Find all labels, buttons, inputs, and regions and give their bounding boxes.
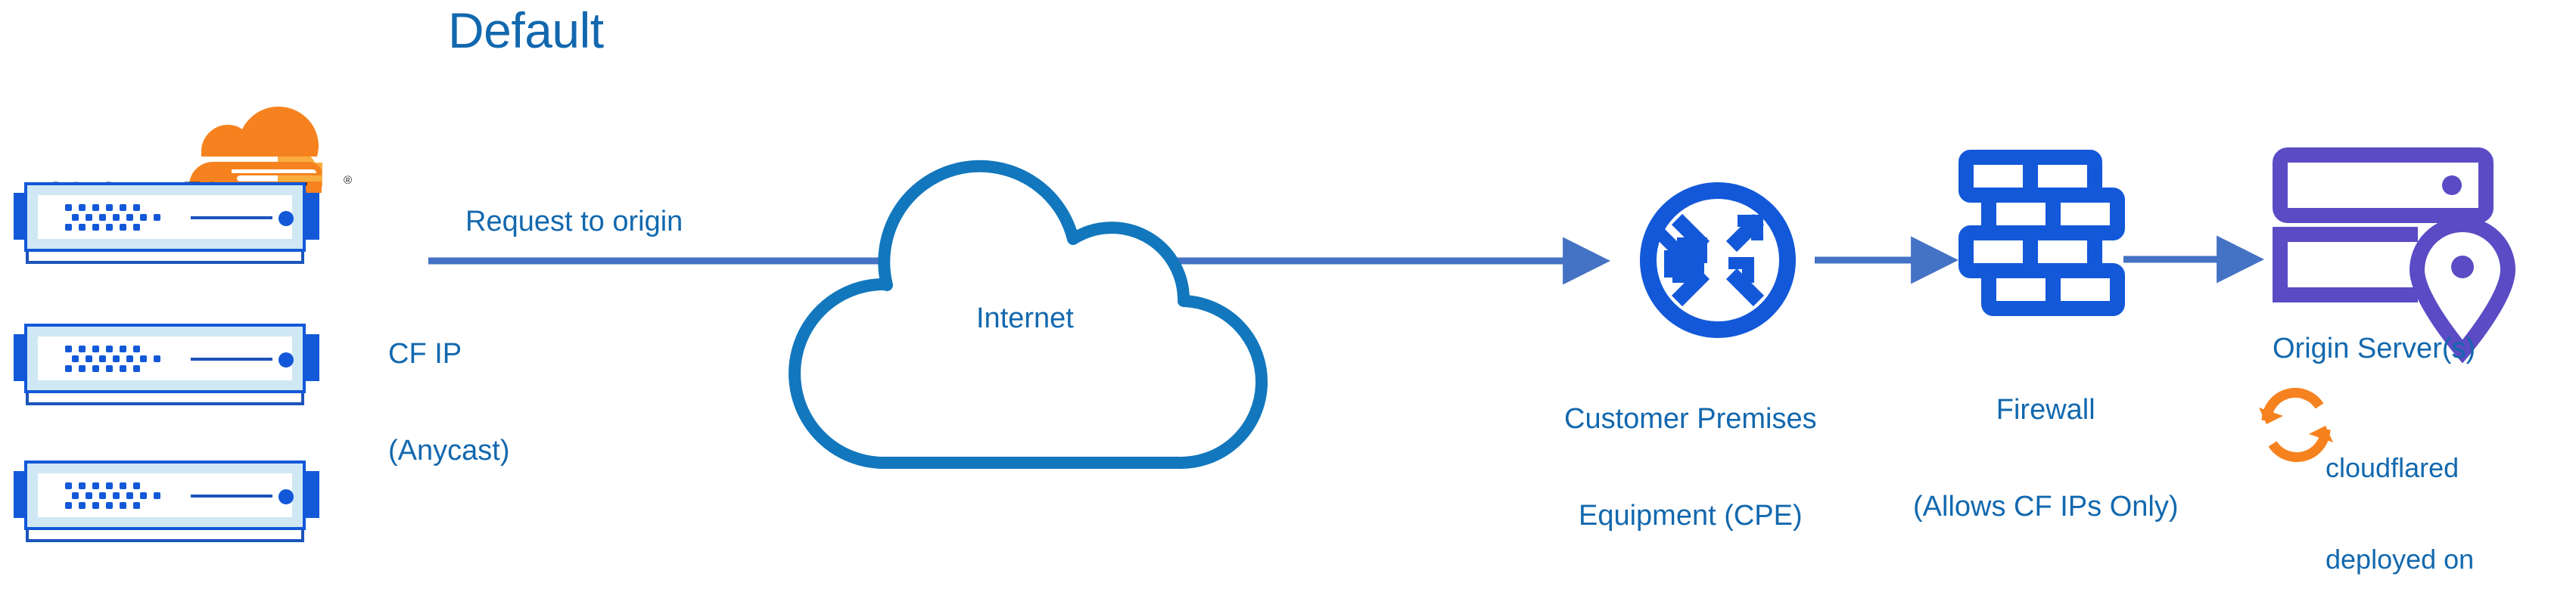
label-cf-ip-line2: (Anycast) bbox=[388, 434, 510, 467]
server-mount-ear-right bbox=[303, 193, 319, 240]
server-mount-ear-right bbox=[303, 334, 319, 381]
label-origin-server: Origin Server(s) bbox=[2273, 333, 2476, 364]
circular-sync-arrows-icon bbox=[2259, 388, 2333, 462]
label-firewall-line1: Firewall bbox=[1996, 394, 2095, 426]
server-front-panel bbox=[38, 195, 294, 239]
server-slot-line bbox=[191, 216, 272, 219]
server-chassis bbox=[24, 182, 306, 252]
server-status-led bbox=[278, 211, 294, 226]
server-front-panel bbox=[38, 473, 294, 517]
page-title: Default bbox=[448, 2, 604, 58]
server-chassis bbox=[24, 324, 306, 393]
label-cpe-line1: Customer Premises bbox=[1564, 403, 1817, 436]
label-cpe: Customer Premises Equipment (CPE) bbox=[1564, 339, 1817, 596]
label-request-to-origin: Request to origin bbox=[465, 206, 683, 237]
server-chassis bbox=[24, 460, 306, 530]
label-cf-ip-line1: CF IP bbox=[388, 338, 462, 371]
server-slot-line bbox=[191, 495, 272, 498]
cloud-outline-icon bbox=[789, 160, 1268, 470]
cloudflare-server-3 bbox=[8, 457, 325, 548]
label-cloudflared: cloudflared deployed on servers bbox=[2326, 392, 2474, 614]
cloudflare-server-2 bbox=[8, 321, 325, 411]
server-status-led bbox=[278, 352, 294, 367]
server-rack-with-location-pin-icon bbox=[2273, 147, 2516, 364]
server-front-panel bbox=[38, 336, 294, 380]
label-cpe-line2: Equipment (CPE) bbox=[1578, 499, 1803, 532]
label-cf-ip: CF IP (Anycast) bbox=[388, 274, 509, 531]
label-firewall: Firewall (Allows CF IPs Only) bbox=[1913, 330, 2178, 587]
label-cloudflared-line2: deployed on bbox=[2326, 543, 2475, 575]
server-status-led bbox=[278, 489, 294, 504]
server-slot-line bbox=[191, 358, 272, 361]
label-cloudflared-line1: cloudflared bbox=[2326, 451, 2459, 483]
label-internet: Internet bbox=[976, 302, 1074, 334]
router-four-arrows-circle-icon bbox=[1640, 182, 1796, 338]
server-mount-ear-right bbox=[303, 471, 319, 518]
registered-trademark-mark: ® bbox=[344, 174, 353, 187]
brick-wall-icon bbox=[1958, 150, 2125, 316]
label-firewall-line2: (Allows CF IPs Only) bbox=[1913, 490, 2179, 523]
cloudflare-server-1 bbox=[8, 179, 325, 270]
